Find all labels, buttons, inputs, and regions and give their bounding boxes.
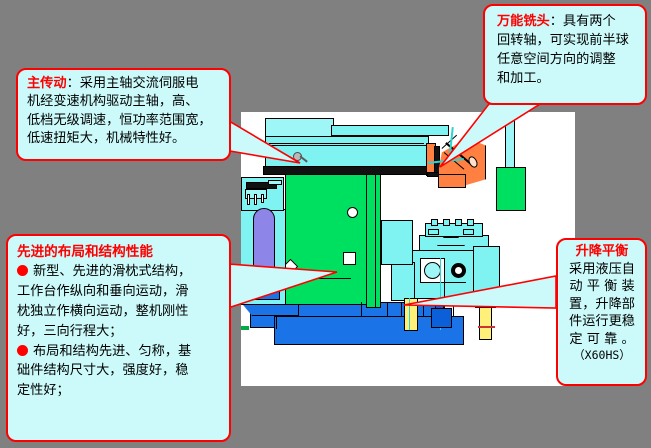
saddle-seam-2 xyxy=(444,282,446,300)
base-div-2 xyxy=(387,302,389,317)
milling-head-line-2: 回转轴，可实现前半球 xyxy=(497,33,629,49)
main-drive-line-2: 机经变速机构驱动主轴，高、 xyxy=(27,94,199,110)
bullet-icon xyxy=(17,344,28,356)
ram-seam xyxy=(269,143,424,145)
lift-balance-title: 升降平衡 xyxy=(575,244,629,259)
milling-head-line-3: 任意空间方向的调整 xyxy=(497,52,616,68)
layout-bullet-2-line-2: 础件结构尺寸大，强度好，稳 xyxy=(17,363,189,379)
milling-head-line-4: 和加工。 xyxy=(497,71,550,87)
bearing-ring xyxy=(451,263,466,278)
lift-balance-line-3: 置，升降部 xyxy=(569,296,635,312)
saddle-slot-right xyxy=(463,229,474,235)
milling-head-line-1: 万能铣头：具有两个 xyxy=(497,12,636,31)
layout-bullet-1-line-2: 工作台作纵向和垂向运动，滑 xyxy=(17,284,189,300)
lift-mark-right xyxy=(478,326,495,328)
ram-mid-rail xyxy=(265,136,429,146)
layout-bullet-2-line-1: 布局和结构先进、匀称，基 xyxy=(17,342,222,362)
lift-balance-line-5: 定 可 靠 。 xyxy=(569,331,635,347)
saddle-upper-left xyxy=(381,220,413,265)
lift-balance-model-code: （X60HS） xyxy=(573,348,631,363)
left-motor-body xyxy=(246,182,277,189)
lift-balance-line-1: 采用液压自 xyxy=(569,261,635,277)
saddle-seam-1 xyxy=(444,282,466,284)
column-boss-upper xyxy=(347,207,358,218)
lift-balance-line-4: 件运行更稳 xyxy=(569,314,635,330)
layout-bullet-1-line-4: 好，三向行程大； xyxy=(17,323,123,339)
saddle-slot-left xyxy=(428,229,439,235)
milling-head-heading-rest: ：具有两个 xyxy=(549,14,616,29)
advanced-layout-title: 先进的布局和结构性能 xyxy=(17,244,153,260)
saddle-axis xyxy=(440,258,442,330)
head-mount-bottom xyxy=(427,172,439,177)
t-slot-1 xyxy=(431,219,438,226)
advanced-layout-callout: 先进的布局和结构性能 新型、先进的滑枕式结构， 工作台作纵向和垂向运动，滑 枕独… xyxy=(6,234,231,442)
bullet-icon xyxy=(17,265,28,277)
column-plate xyxy=(343,252,356,265)
main-drive-heading-rest: ：采用主轴交流伺服电 xyxy=(66,76,199,91)
motor-leg-3 xyxy=(261,194,264,203)
t-slot-3 xyxy=(455,219,462,226)
base-foot-left xyxy=(241,326,249,330)
ram-upper-rail xyxy=(331,125,449,136)
head-lower-body xyxy=(438,174,466,188)
lift-balance-callout: 升降平衡 采用液压自 动 平 衡 装 置，升降部 件运行更稳 定 可 靠 。 （… xyxy=(556,238,647,386)
lift-column-axis xyxy=(409,298,411,330)
base-div-5 xyxy=(453,302,455,317)
t-slot-2 xyxy=(443,219,450,226)
layout-bullet-1-line-3: 枕独立作横向运动，整机刚性 xyxy=(17,303,189,319)
layout-b1-l1-text: 新型、先进的滑枕式结构， xyxy=(33,264,192,280)
motor-leg-2 xyxy=(254,194,257,205)
base-div-6 xyxy=(276,317,278,329)
main-drive-line-1: 主传动：采用主轴交流伺服电 xyxy=(27,75,221,93)
milling-head-heading: 万能铣头 xyxy=(497,14,550,29)
lift-column-left xyxy=(404,298,418,331)
lift-balance-line-2: 动 平 衡 装 xyxy=(569,279,635,295)
main-drive-callout: 主传动：采用主轴交流伺服电 机经变速机构驱动主轴，高、 低档无级调速，恒功率范围… xyxy=(16,68,231,161)
base-div-3 xyxy=(401,302,403,317)
main-drive-line-3: 低档无级调速，恒功率范围宽， xyxy=(27,112,212,128)
t-slot-4 xyxy=(467,219,474,226)
milling-head-callout: 万能铣头：具有两个 回转轴，可实现前半球 任意空间方向的调整 和加工。 xyxy=(483,4,647,105)
layout-b2-l1-text: 布局和结构先进、匀称，基 xyxy=(33,343,192,359)
base-div-1 xyxy=(361,302,363,317)
base-div-4 xyxy=(423,302,425,317)
layout-bullet-1-line-1: 新型、先进的滑枕式结构， xyxy=(17,262,222,282)
main-drive-line-4: 低速扭矩大，机械特性好。 xyxy=(27,131,186,147)
counterweight-block xyxy=(496,167,526,211)
motor-shaft xyxy=(268,180,282,185)
motor-leg-1 xyxy=(247,194,250,205)
layout-bullet-2-line-3: 定性好； xyxy=(17,383,70,399)
main-drive-heading: 主传动 xyxy=(27,76,67,91)
